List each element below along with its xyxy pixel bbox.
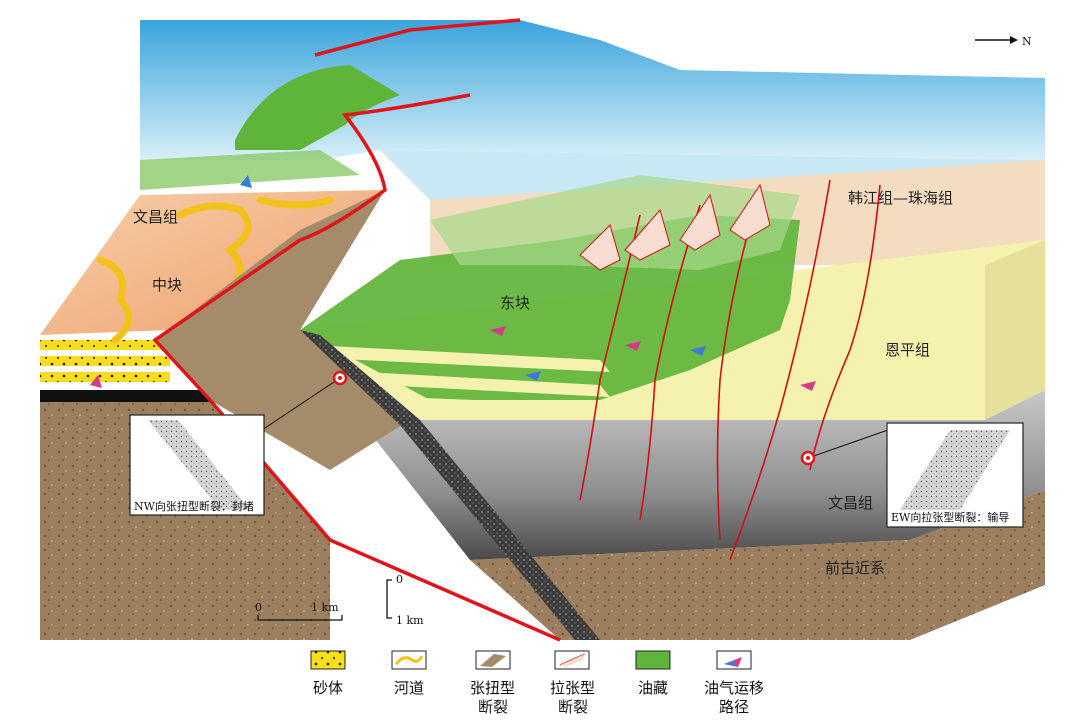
v-scale-end: 1 km (396, 614, 424, 627)
legend-item-extension: 拉张型 断裂 (550, 650, 595, 716)
channel-swatch (391, 650, 427, 670)
label-east-block: 东块 (500, 294, 530, 312)
reservoir-swatch (635, 650, 671, 670)
inset-nw-fault: NW向张扭型断裂：封堵 (129, 370, 348, 516)
river-channels (96, 196, 334, 344)
label-wenchang-east: 文昌组 (828, 494, 873, 512)
label-enping: 恩平组 (885, 341, 930, 359)
middle-green-cap (140, 150, 360, 190)
reservoir-bands (310, 345, 610, 418)
left-black-band (40, 390, 220, 402)
vertical-scale: 0 1 km (386, 573, 424, 627)
transtension-fault-zone (155, 190, 410, 470)
legend-item-reservoir: 油藏 (635, 650, 671, 697)
label-wenchang-west: 文昌组 (133, 208, 178, 226)
north-label: N (1022, 35, 1032, 48)
right-side-face (985, 240, 1045, 420)
legend-item-migration: 油气运移 路径 (704, 650, 764, 716)
horizontal-scale: 0 1 km (255, 601, 343, 621)
inset-nw-caption: NW向张扭型断裂：封堵 (134, 499, 254, 513)
h-scale-end: 1 km (311, 601, 339, 614)
extension-fault-wedges (579, 183, 771, 271)
major-fault-traces (152, 18, 561, 642)
sand-layer-1 (40, 340, 170, 350)
label-hanjiang: 韩江组—珠海组 (848, 189, 953, 207)
migration-arrows (90, 175, 816, 391)
v-scale-zero: 0 (396, 573, 403, 586)
inset-ew-fault: EW向拉张型断裂：输导 (800, 422, 1024, 528)
sea-surface (140, 20, 1045, 160)
h-scale-zero: 0 (255, 601, 262, 614)
legend-label-transtension-1: 张扭型 (470, 679, 515, 697)
label-pre-paleogene: 前古近系 (825, 559, 885, 577)
legend-item-sand: 砂体 (310, 650, 346, 697)
legend-label-migration-1: 油气运移 (704, 679, 764, 697)
legend-item-channel: 河道 (391, 650, 427, 697)
north-arrow: N (975, 35, 1032, 48)
label-middle-block: 中块 (152, 276, 182, 294)
legend-label-extension-2: 断裂 (558, 698, 588, 716)
legend-item-transtension: 张扭型 断裂 (470, 650, 515, 716)
legend-label-channel-1: 河道 (394, 679, 424, 697)
extension-faults (579, 179, 881, 561)
legend-label-extension-1: 拉张型 (550, 679, 595, 697)
basement-right (470, 490, 1045, 640)
fault-gouge (300, 330, 600, 640)
legend-label-reservoir-1: 油藏 (638, 679, 668, 697)
sand-layer-3 (40, 372, 170, 382)
inset-ew-caption: EW向拉张型断裂：输导 (891, 510, 1009, 524)
migration-path-swatch (716, 650, 752, 670)
sand-swatch (310, 650, 346, 670)
wenchang-layer-east (360, 390, 1045, 560)
legend-label-migration-2: 路径 (719, 698, 749, 716)
middle-green-dome (235, 65, 400, 150)
sand-layer-2 (40, 356, 170, 366)
middle-block-top (40, 190, 385, 335)
legend-label-transtension-2: 断裂 (478, 698, 508, 716)
legend-label-sand-1: 砂体 (313, 679, 343, 697)
legend: 砂体 河道 张扭型 断裂 拉张型 断裂 油藏 (310, 650, 764, 716)
